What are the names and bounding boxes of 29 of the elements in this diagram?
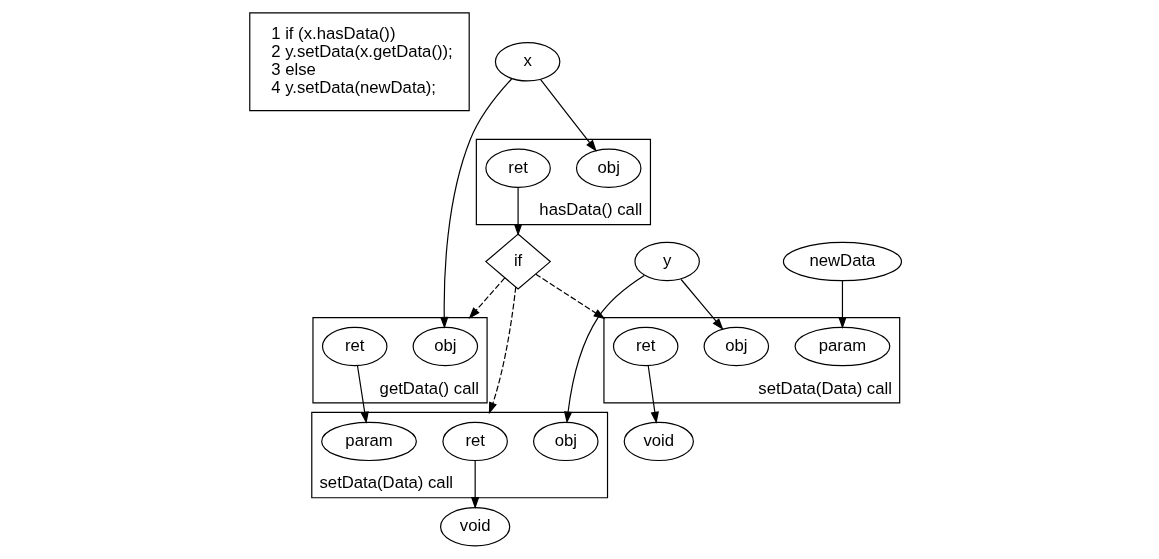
node-ellipse: void	[440, 507, 511, 547]
node-ellipse: ret	[612, 326, 679, 367]
node-ellipse: obj	[703, 326, 770, 367]
node-ellipse: param	[321, 421, 417, 462]
node-ellipse: void	[623, 421, 694, 462]
node-ellipse: ret	[442, 421, 508, 462]
arrow	[680, 278, 724, 331]
node-box: 1 if (x.hasData()) 2 y.setData(x.getData()); 3 else 4 y.setData(newData);	[249, 12, 470, 112]
arrow	[838, 280, 847, 329]
node-ellipse: obj	[575, 148, 642, 188]
arrow	[440, 78, 513, 329]
node-ellipse: obj	[533, 421, 599, 462]
node-ellipse: ret	[321, 326, 388, 367]
node-ellipse: y	[634, 241, 700, 282]
node-diamond: if	[484, 233, 552, 290]
node-ellipse: x	[494, 42, 561, 82]
arrow	[468, 277, 506, 319]
node-ellipse: param	[794, 326, 891, 367]
arrow	[647, 365, 659, 424]
arrow	[563, 274, 645, 424]
arrow	[513, 187, 523, 236]
arrow	[535, 273, 606, 320]
arrow	[356, 365, 369, 424]
node-ellipse: obj	[412, 326, 479, 367]
arrow	[540, 79, 597, 152]
node-ellipse: ret	[485, 148, 551, 188]
arrow	[488, 286, 517, 415]
node-ellipse: newData	[782, 241, 903, 282]
arrow	[471, 460, 480, 509]
